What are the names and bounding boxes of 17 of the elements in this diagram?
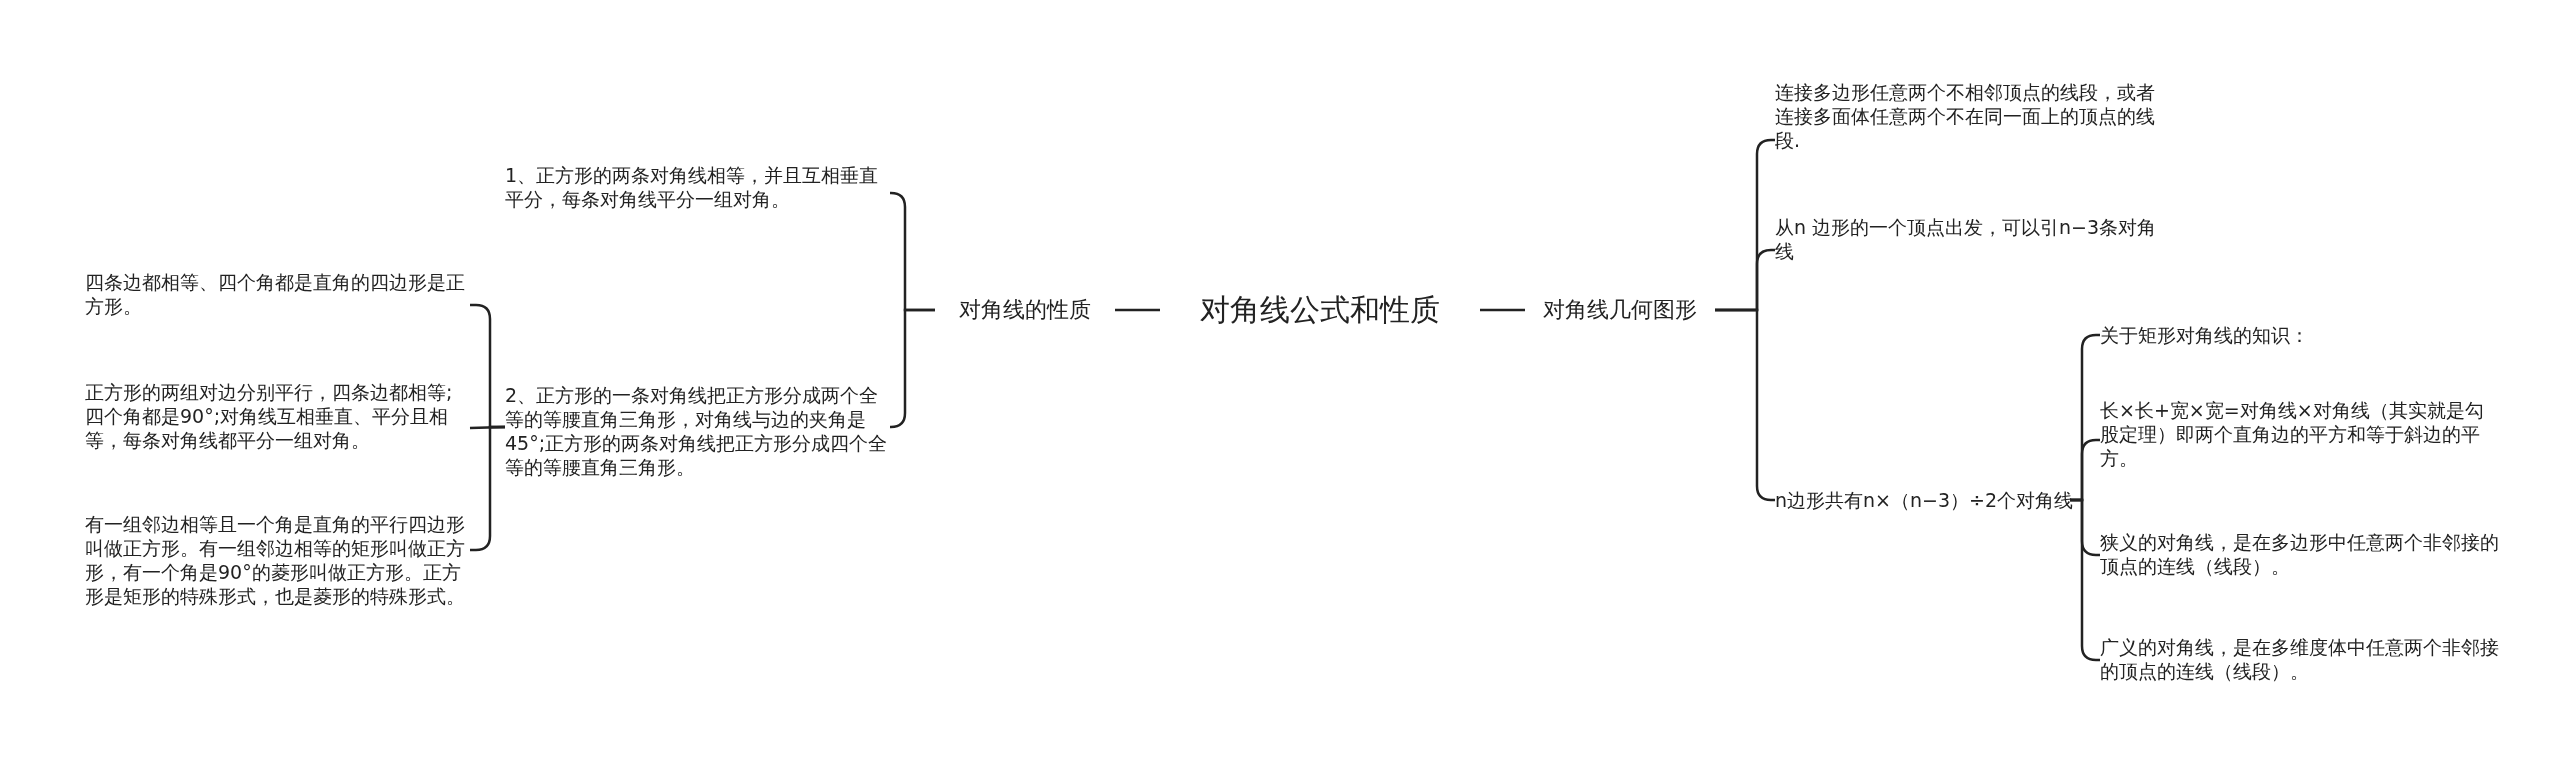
topic-text: 有一组邻边相等且一个角是直角的平行四边形叫做正方形。有一组邻边相等的矩形叫做正方形，有一个角是90°的菱形叫做正方形。正方形是矩形的特殊形式，也是菱形的特殊形式。 [85, 512, 470, 608]
topic-text: 从n 边形的一个顶点出发，可以引n−3条对角线 [1775, 215, 2167, 263]
topic-text: n边形共有n×（n−3）÷2个对角线 [1775, 488, 2070, 512]
topic-text: 狭义的对角线，是在多边形中任意两个非邻接的顶点的连线（线段）。 [2100, 530, 2500, 578]
branch-topic: 对角线几何图形 [1525, 296, 1715, 324]
topic-text: 2、正方形的一条对角线把正方形分成两个全等的等腰直角三角形，对角线与边的夹角是45°;正方形的两条对角线把正方形分成四个全等的等腰直角三角形。 [505, 383, 890, 479]
branch-topic: 对角线的性质 [935, 296, 1115, 324]
topic-text: 1、正方形的两条对角线相等，并且互相垂直平分，每条对角线平分一组对角。 [505, 163, 890, 211]
connector-line [1480, 308, 1525, 312]
central-topic: 对角线公式和性质 [1160, 290, 1480, 330]
topic-text: 广义的对角线，是在多维度体中任意两个非邻接的顶点的连线（线段）。 [2100, 635, 2500, 683]
topic-text: 长×长+宽×宽=对角线×对角线（其实就是勾股定理）即两个直角边的平方和等于斜边的平方。 [2100, 398, 2500, 470]
topic-text: 正方形的两组对边分别平行，四条边都相等;四个角都是90°;对角线互相垂直、平分且相等，每条对角线都平分一组对角。 [85, 380, 470, 452]
connector-line [1115, 308, 1160, 312]
topic-text: 连接多边形任意两个不相邻顶点的线段，或者连接多面体任意两个不在同一面上的顶点的线段. [1775, 80, 2167, 152]
topic-text: 四条边都相等、四个角都是直角的四边形是正方形。 [85, 270, 470, 318]
topic-text: 关于矩形对角线的知识： [2100, 323, 2500, 347]
